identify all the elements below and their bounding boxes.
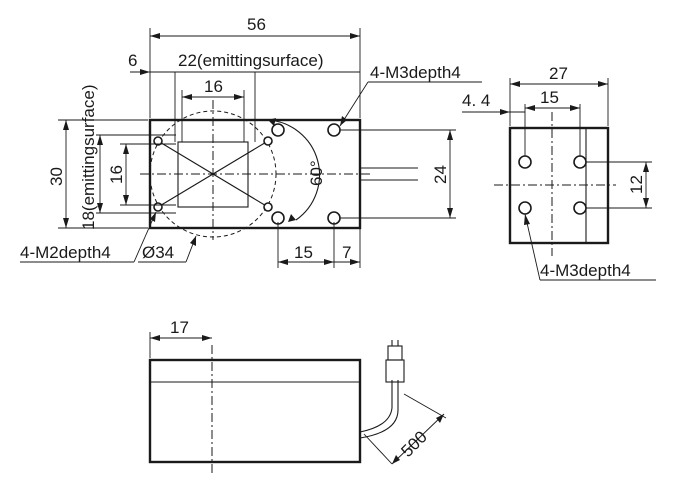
dim-18: 18(emittingsurface)	[79, 84, 98, 230]
side-hole-3	[518, 201, 532, 215]
dim-500: 500	[397, 427, 430, 460]
side-hole-2	[573, 155, 587, 169]
connector	[385, 359, 405, 383]
m2-hole-tl	[153, 136, 163, 146]
dim-17: 17	[170, 318, 189, 337]
dim-7: 7	[342, 243, 351, 262]
m3-hole-2	[327, 123, 341, 137]
m2-hole-tr	[263, 136, 273, 146]
dim-30: 30	[47, 167, 66, 186]
callout-m3-side: 4-M3depth4	[540, 261, 631, 280]
callout-m3-front: 4-M3depth4	[370, 63, 461, 82]
dim-27: 27	[549, 64, 568, 83]
callout-m2: 4-M2depth4	[20, 243, 111, 262]
dim-diameter: Ø34	[142, 243, 174, 262]
bottom-view: 17 500	[148, 318, 447, 474]
bottom-body	[148, 358, 362, 464]
angle-arc	[267, 119, 321, 221]
dim-24: 24	[431, 165, 450, 184]
m2-hole-bl	[153, 202, 163, 212]
dim-4-4: 4. 4	[462, 91, 490, 110]
side-hole-4	[573, 201, 587, 215]
dim-16-v: 16	[107, 165, 126, 184]
dim-12: 12	[627, 175, 646, 194]
dim-16-h: 16	[204, 77, 223, 96]
dim-22: 22(emittingsurface)	[178, 51, 324, 70]
dim-15: 15	[294, 243, 313, 262]
angle-label: 60°	[307, 160, 326, 186]
side-view: 27 4. 4 15 12 4-M3depth4	[462, 64, 656, 281]
dim-6: 6	[128, 51, 137, 70]
dim-15-side: 15	[540, 88, 559, 107]
bottom-cable	[359, 380, 393, 433]
dim-56: 56	[247, 15, 266, 34]
m3-hole-1	[271, 123, 285, 137]
side-hole-1	[518, 155, 532, 169]
m2-hole-br	[263, 202, 273, 212]
front-view: 60° 56 6 22(emittingsurface) 16 30	[20, 15, 482, 268]
